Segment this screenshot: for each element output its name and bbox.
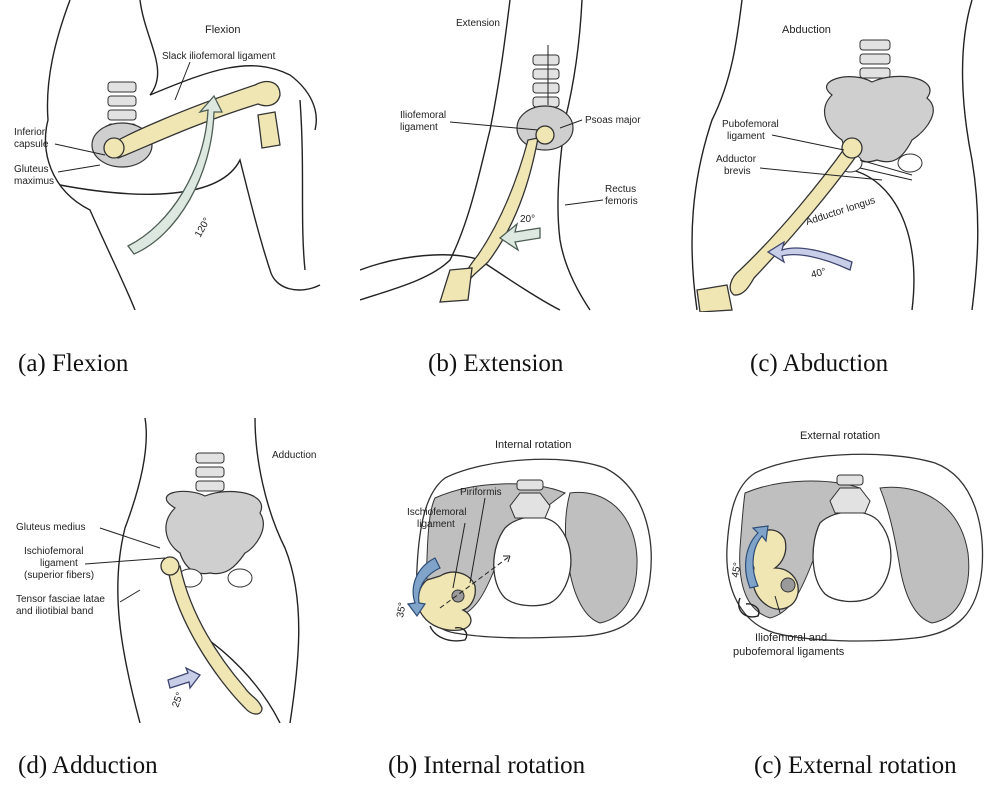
adduction-label-ligament: ligament [40, 558, 78, 569]
adduction-right-outline [255, 418, 299, 723]
caption-flexion: (a) Flexion [18, 350, 128, 378]
flexion-tibia [258, 112, 280, 148]
extension-spine [533, 55, 559, 107]
external-label-iliofemoral: Iliofemoral and [755, 632, 827, 644]
external-pelvic-inlet [813, 512, 891, 602]
flexion-label-gluteus: Gluteus [14, 164, 48, 175]
internal-pelvic-inlet [494, 517, 571, 606]
abduction-label-pubofemoral: Pubofemoral [722, 119, 779, 130]
flexion-shin-outline [300, 100, 305, 270]
internal-femur-head [418, 572, 475, 630]
caption-extension: (b) Extension [428, 350, 563, 378]
abduction-title: Abduction [782, 24, 831, 36]
extension-front-outline [558, 0, 590, 310]
adduction-pelvis [166, 491, 263, 573]
flexion-femoral-head [104, 138, 124, 158]
flexion-leader-ligament [175, 62, 190, 100]
internal-label-piriformis: Piriformis [460, 487, 502, 498]
extension-label-femoris: femoris [605, 196, 638, 207]
internal-angle: 35° [395, 602, 408, 619]
adduction-illustration: 25° Adduction Gluteus medius Ischiofemor… [0, 418, 330, 723]
extension-title: Extension [456, 18, 500, 29]
panel-abduction: 40° Abduction Pubofemoral ligament Adduc… [672, 0, 989, 312]
panel-external-rotation: 45° External rotation Iliofemoral and pu… [710, 418, 989, 723]
adduction-label-superior: (superior fibers) [24, 570, 94, 581]
adduction-title: Adduction [272, 450, 316, 461]
abduction-tibia [697, 285, 732, 312]
extension-label-ligament: ligament [400, 122, 438, 133]
internal-label-ischiofemoral: Ischiofemoral [407, 507, 466, 518]
abduction-right-outline [963, 0, 978, 310]
abduction-label-brevis: brevis [724, 166, 751, 177]
adduction-motion-arrow [168, 668, 200, 688]
internal-title: Internal rotation [495, 439, 571, 451]
panel-flexion: 120° Flexion Slack iliofemoral ligament … [0, 0, 335, 310]
extension-leader-rectus [565, 200, 603, 205]
panel-internal-rotation: 35° Internal rotation Piriformis Ischiof… [345, 418, 665, 723]
abduction-femoral-head [842, 138, 862, 158]
flexion-title: Flexion [205, 24, 240, 36]
adduction-leader-ischiofemoral [85, 558, 165, 564]
abduction-label-ligament: ligament [727, 131, 765, 142]
external-label-pubofemoral: pubofemoral ligaments [733, 646, 845, 658]
adduction-femur [168, 566, 262, 714]
adduction-label-iliotibial: and iliotibial band [16, 606, 93, 617]
abduction-angle: 40° [810, 266, 827, 281]
extension-angle: 20° [520, 214, 535, 225]
adduction-left-outline [118, 418, 147, 723]
flexion-angle: 120° [193, 216, 213, 239]
extension-label-psoas: Psoas major [585, 115, 641, 126]
abduction-label-adductor: Adductor [716, 154, 757, 165]
abduction-leader-pubofemoral [772, 135, 844, 150]
abduction-obturator-right [898, 154, 922, 172]
extension-label-rectus: Rectus [605, 184, 636, 195]
abduction-thigh-outline [852, 170, 914, 310]
extension-femoral-head [536, 126, 554, 144]
abduction-spine [860, 40, 890, 78]
flexion-label-capsule: capsule [14, 139, 49, 150]
adduction-leader-gluteus [100, 528, 160, 548]
flexion-label-inferior: Inferior [14, 127, 46, 138]
flexion-femur [110, 82, 280, 158]
adduction-label-gluteus: Gluteus medius [16, 522, 85, 533]
extension-illustration: 20° Extension Iliofemoral ligament Psoas… [360, 0, 660, 312]
adduction-obturator-right [228, 569, 252, 587]
internal-rotation-illustration: 35° Internal rotation Piriformis Ischiof… [345, 418, 665, 723]
adduction-spine [196, 453, 224, 491]
adduction-label-ischiofemoral: Ischiofemoral [24, 546, 83, 557]
flexion-leader-gluteus [58, 165, 100, 172]
panel-extension: 20° Extension Iliofemoral ligament Psoas… [360, 0, 660, 312]
external-title: External rotation [800, 430, 880, 442]
abduction-illustration: 40° Abduction Pubofemoral ligament Adduc… [672, 0, 989, 312]
caption-external-rotation: (c) External rotation [754, 752, 957, 780]
external-femur-marker [781, 578, 795, 592]
extension-femur [466, 138, 538, 282]
adduction-leader-tensor [120, 590, 140, 602]
internal-label-ligament: ligament [417, 519, 455, 530]
extension-label-iliofemoral: Iliofemoral [400, 110, 446, 121]
flexion-illustration: 120° Flexion Slack iliofemoral ligament … [0, 0, 335, 310]
adduction-label-tensor: Tensor fasciae latae [16, 594, 105, 605]
external-rotation-illustration: 45° External rotation Iliofemoral and pu… [710, 418, 989, 723]
panel-adduction: 25° Adduction Gluteus medius Ischiofemor… [0, 418, 330, 723]
caption-abduction: (c) Abduction [750, 350, 888, 378]
adduction-angle: 25° [170, 691, 186, 709]
caption-adduction: (d) Adduction [18, 752, 158, 780]
flexion-label-maximus: maximus [14, 176, 54, 187]
abduction-motion-arrow [768, 242, 852, 270]
adduction-femoral-head [161, 557, 179, 575]
caption-internal-rotation: (b) Internal rotation [388, 752, 585, 780]
extension-tibia [440, 268, 472, 302]
flexion-label-ligament: Slack iliofemoral ligament [162, 51, 276, 62]
